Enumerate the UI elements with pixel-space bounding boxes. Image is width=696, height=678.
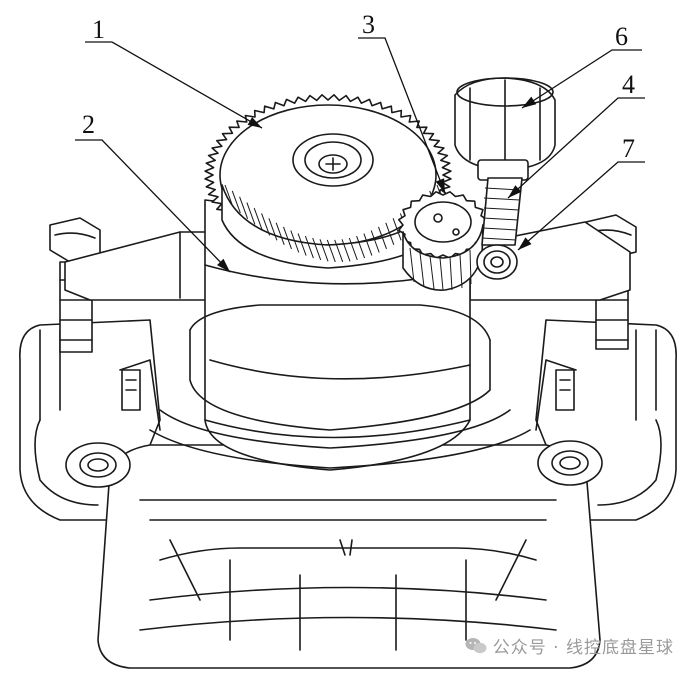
helix-line (326, 239, 336, 263)
left-bolt (49, 217, 101, 353)
wechat-icon (465, 637, 487, 655)
helix-line (363, 233, 373, 256)
callout-4: 4 (507, 70, 645, 199)
helix-line (334, 239, 344, 263)
callout-6: 6 (521, 22, 642, 109)
callout-label-2: 2 (82, 110, 95, 139)
helix-line (261, 213, 271, 236)
callout-2: 2 (75, 110, 231, 273)
callout-label-6: 6 (615, 22, 628, 51)
callout-label-3: 3 (362, 10, 375, 39)
large-gear (204, 94, 452, 269)
callout-label-1: 1 (92, 15, 105, 44)
helix-line (370, 230, 380, 253)
helix-line (253, 207, 263, 231)
helix-line (356, 235, 366, 259)
leader-arrowhead (522, 96, 537, 108)
helix-line (341, 239, 351, 262)
pinion-gear (398, 191, 488, 291)
helix-line (231, 190, 241, 214)
watermark: 公众号 · 线控底盘星球 (465, 633, 674, 658)
helix-line (392, 218, 402, 241)
caliper-body (19, 319, 677, 669)
helix-line (304, 235, 314, 259)
helix-line (246, 202, 256, 225)
drive-motor (454, 77, 556, 181)
helix-line (312, 237, 322, 261)
callout-3: 3 (358, 10, 446, 194)
leader-arrowhead (435, 178, 445, 193)
helix-line (348, 237, 358, 261)
helix-line (283, 226, 292, 250)
leader-arrowhead (217, 258, 230, 272)
leader-arrowhead (508, 185, 522, 198)
helix-line (290, 230, 300, 253)
helix-line (275, 222, 285, 245)
helix-line (385, 222, 395, 245)
callout-1: 1 (85, 15, 263, 129)
callout-7: 7 (517, 134, 645, 251)
callout-label-4: 4 (622, 70, 635, 99)
helix-line (378, 226, 387, 250)
bearing (476, 244, 518, 280)
watermark-text: 公众号 · 线控底盘星球 (492, 638, 674, 658)
callout-label-7: 7 (622, 134, 635, 163)
helix-line (297, 233, 307, 256)
helix-line (224, 184, 234, 208)
helix-line (239, 196, 249, 219)
leader-arrowhead (518, 237, 532, 250)
helix-line (268, 218, 278, 241)
helix-line (319, 239, 329, 262)
leader-arrowhead (247, 117, 262, 128)
